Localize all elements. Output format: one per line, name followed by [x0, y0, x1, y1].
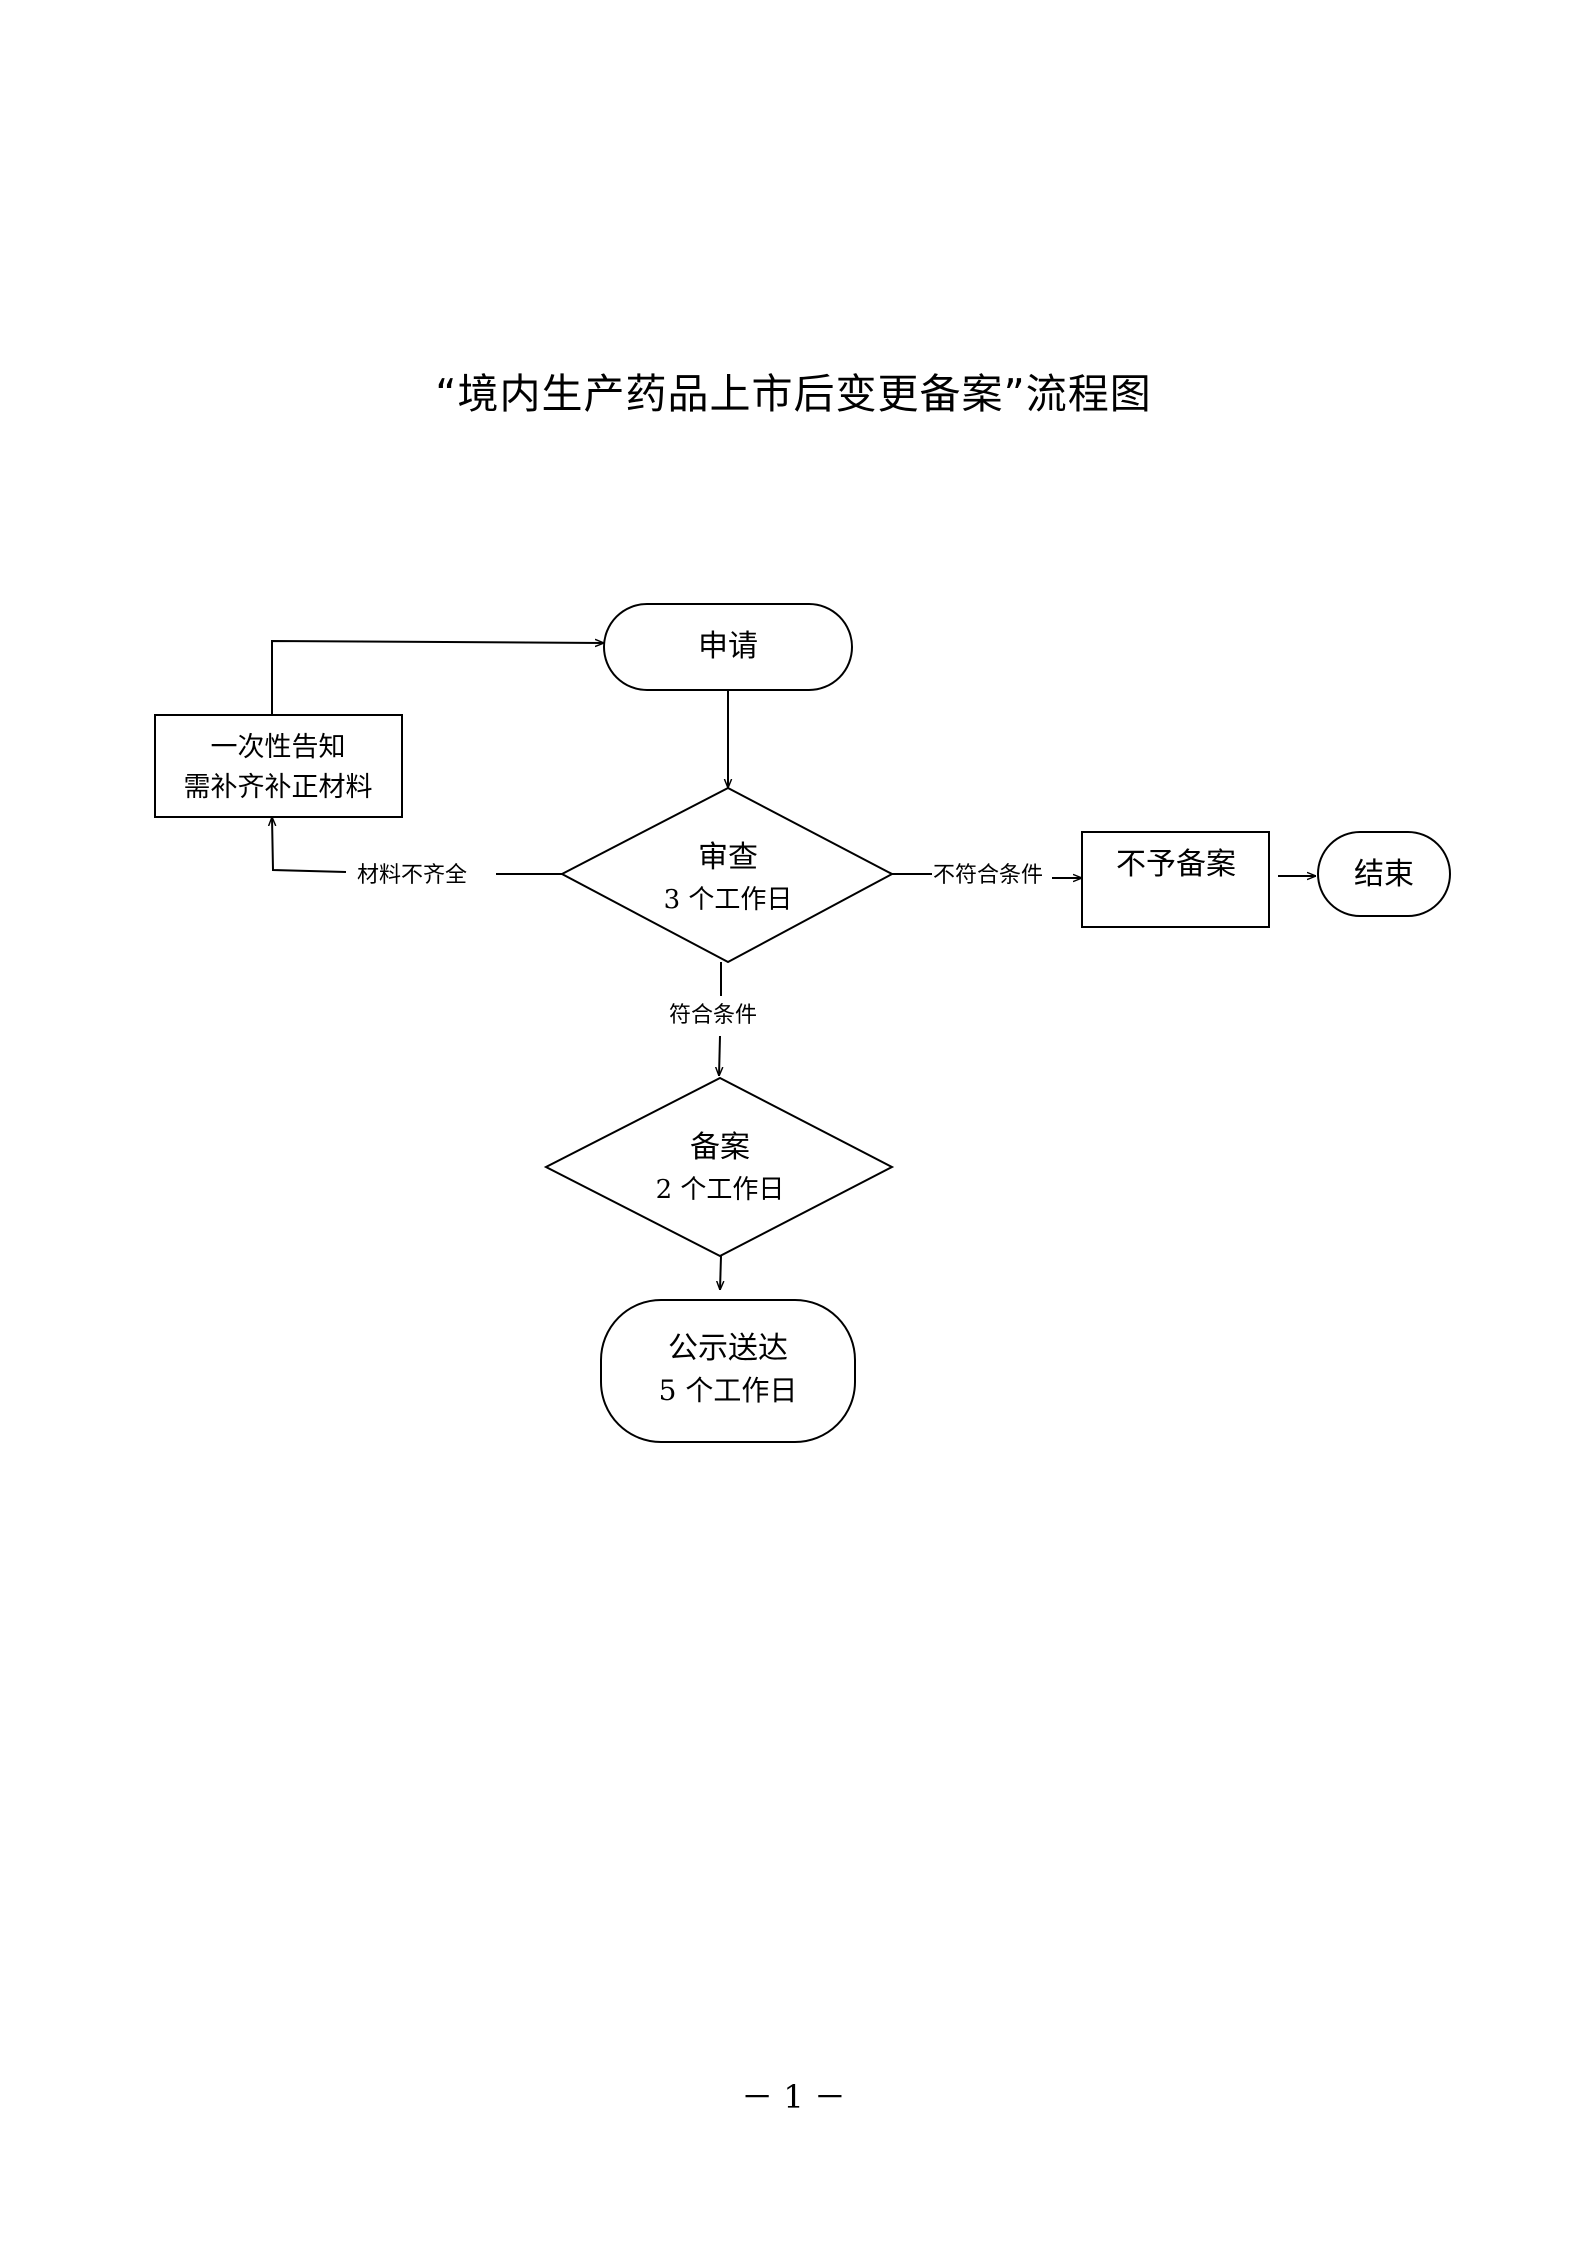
end-label: 结束 — [1354, 857, 1414, 892]
edge-incomplete-to-notify — [272, 817, 347, 873]
reject-label: 不予备案 — [1116, 847, 1236, 882]
deliver-node: 公示送达 5 个工作日 — [600, 1299, 856, 1443]
edge-label-not-qualified: 不符合条件 — [933, 863, 1043, 888]
record-line1: 备案 — [690, 1130, 750, 1165]
reject-node: 不予备案 — [1081, 831, 1270, 928]
record-node: 备案 2 个工作日 — [543, 1076, 895, 1258]
apply-node: 申请 — [603, 603, 853, 691]
page-number: － 1 － — [741, 2078, 846, 2116]
notify-line1: 一次性告知 — [211, 732, 346, 763]
edge-record-to-deliver — [720, 1255, 721, 1290]
edge-qualified-to-record — [719, 1035, 720, 1076]
deliver-line1: 公示送达 — [668, 1331, 788, 1366]
edge-label-incomplete: 材料不齐全 — [357, 863, 467, 888]
review-line2: 3 个工作日 — [664, 885, 793, 915]
review-node: 审查 3 个工作日 — [559, 786, 895, 964]
review-line1: 审查 — [698, 840, 758, 875]
edge-notify-to-apply — [271, 641, 604, 715]
end-node: 结束 — [1317, 831, 1451, 917]
deliver-line2: 5 个工作日 — [659, 1374, 798, 1407]
apply-label: 申请 — [698, 629, 758, 664]
record-line2: 2 个工作日 — [656, 1175, 785, 1205]
notify-node: 一次性告知 需补齐补正材料 — [154, 714, 403, 818]
edge-label-qualified: 符合条件 — [669, 1003, 757, 1028]
notify-line2: 需补齐补正材料 — [184, 772, 373, 803]
page-title: “境内生产药品上市后变更备案”流程图 — [435, 370, 1152, 418]
